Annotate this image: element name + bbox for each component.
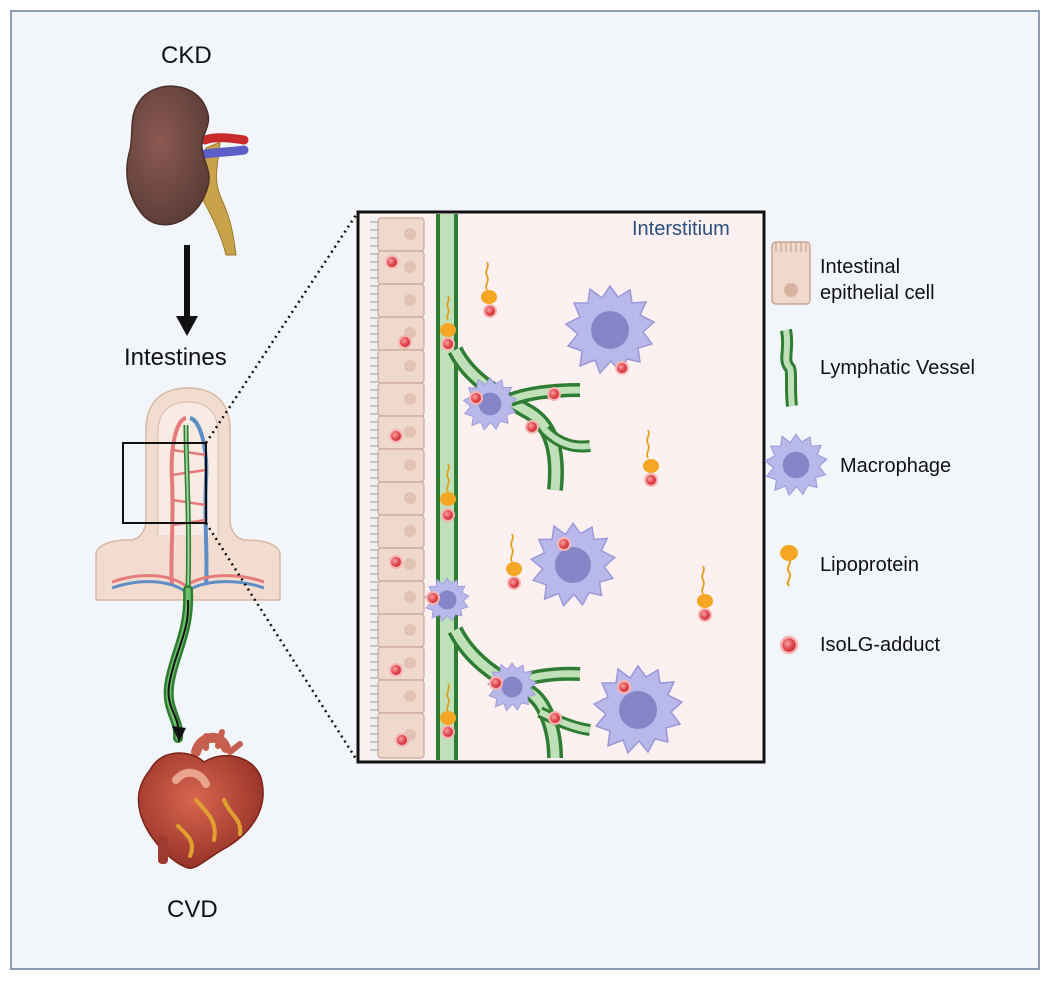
epithelial-cell-icon [771, 241, 811, 305]
zoom-line-bottom [204, 522, 360, 763]
legend-macrophage-label: Macrophage [840, 455, 952, 477]
kidney-icon [126, 85, 249, 256]
macrophage-icon [764, 433, 828, 496]
lymphatic-pathway [163, 585, 194, 743]
intestines-label: Intestines [124, 344, 227, 371]
interstitium-label: Interstitium [632, 218, 730, 240]
lipoprotein-heads [440, 290, 713, 725]
zoom-line-top [204, 211, 360, 444]
cvd-label: CVD [167, 896, 218, 923]
lymphatic-vessel-icon [780, 328, 798, 407]
epithelium-column [370, 216, 425, 760]
legend-lipoprotein-label: Lipoprotein [820, 554, 919, 576]
isolg-adducts [385, 255, 712, 747]
legend-lymphatic-label: Lymphatic Vessel [820, 357, 975, 379]
isolg-adduct-icon [779, 635, 799, 655]
heart-icon [137, 729, 264, 869]
legend-isolg-label: IsoLG-adduct [820, 634, 941, 656]
ckd-to-intestines-arrow [176, 245, 198, 336]
legend-epithelial-label: Intestinal epithelial cell [820, 256, 935, 304]
ckd-label: CKD [161, 42, 212, 69]
zoom-box [122, 442, 207, 524]
lipoprotein-icon [780, 545, 798, 587]
lipoprotein-particles [446, 261, 705, 713]
